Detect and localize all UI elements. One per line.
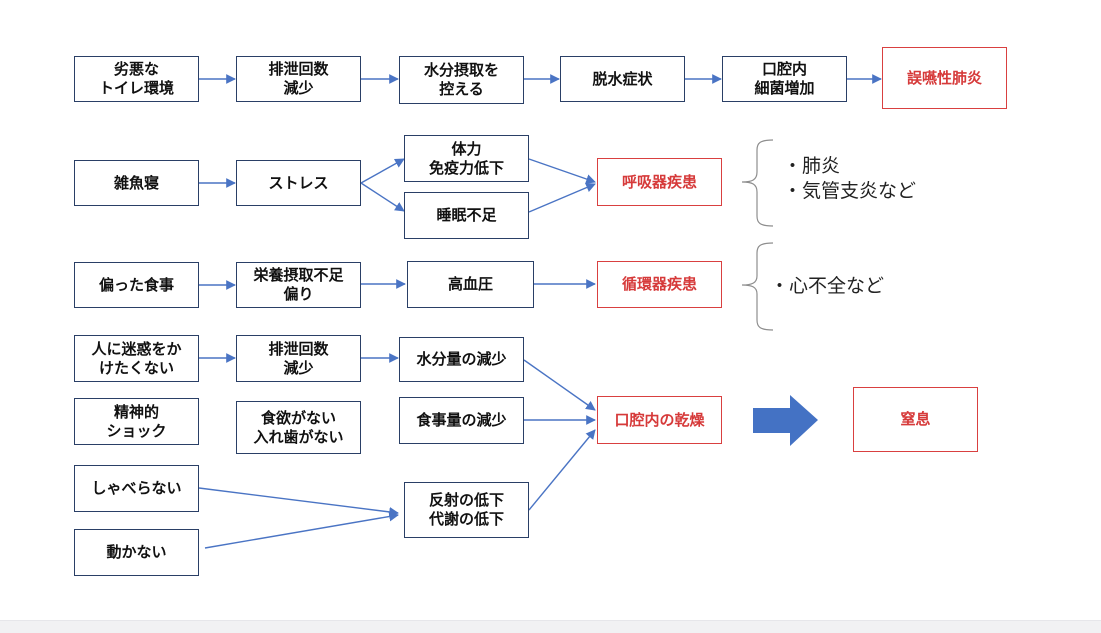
box-water-intake-decrease: 水分量の減少 xyxy=(399,337,524,382)
arrow-water-intake-to-dry-mouth xyxy=(523,359,596,411)
box-reflex-metabolism-decline: 反射の低下 代謝の低下 xyxy=(404,482,529,538)
box-excretion-decrease: 排泄回数 減少 xyxy=(236,56,361,102)
box-dehydration: 脱水症状 xyxy=(560,56,685,102)
box-water-restrict: 水分摂取を 控える xyxy=(399,56,524,104)
note-respiratory-line-2: ・気管支炎など xyxy=(783,179,917,202)
box-food-intake-decrease: 食事量の減少 xyxy=(399,397,524,444)
box-not-moving: 動かない xyxy=(74,529,199,576)
arrow-reflex-to-dry-mouth xyxy=(528,429,596,511)
box-no-appetite: 食欲がない 入れ歯がない xyxy=(236,401,361,454)
diagram-canvas: 劣悪な トイレ環境 排泄回数 減少 水分摂取を 控える 脱水症状 口腔内 細菌増… xyxy=(74,47,1007,576)
box-excretion-decrease-2: 排泄回数 減少 xyxy=(236,335,361,382)
arrow-stress-to-sleep-shortage xyxy=(360,182,405,212)
box-dont-bother-others: 人に迷惑をか けたくない xyxy=(74,335,199,382)
connectors xyxy=(198,74,882,549)
arrows xyxy=(198,74,882,549)
box-crowded-sleep: 雑魚寝 xyxy=(74,160,199,206)
box-aspiration-pneumonia: 誤嚥性肺炎 xyxy=(882,47,1007,109)
note-respiratory-line-1: ・肺炎 xyxy=(783,155,841,177)
arrow-stress-to-immunity xyxy=(360,158,405,184)
arrow-sleep-shortage-to-respiratory xyxy=(528,182,596,213)
box-toilet-environment: 劣悪な トイレ環境 xyxy=(74,56,199,102)
note-circulatory-line-1: ・心不全など xyxy=(770,275,885,297)
box-oral-bacteria: 口腔内 細菌増加 xyxy=(722,56,847,102)
arrow-immunity-to-respiratory xyxy=(528,158,596,184)
note-circulatory: ・心不全など xyxy=(770,274,884,299)
box-dry-mouth: 口腔内の乾燥 xyxy=(597,396,722,444)
box-hypertension: 高血圧 xyxy=(407,261,534,308)
note-respiratory: ・肺炎 ・気管支炎など xyxy=(783,154,916,203)
box-mental-shock: 精神的 ショック xyxy=(74,398,199,445)
brace-respiratory xyxy=(741,139,774,227)
box-nutrition-shortage: 栄養摂取不足 偏り xyxy=(236,262,361,308)
box-unbalanced-diet: 偏った食事 xyxy=(74,262,199,308)
box-suffocation: 窒息 xyxy=(853,387,978,452)
arrow-inactive-to-reflex xyxy=(204,511,399,549)
bottom-strip xyxy=(0,620,1101,633)
box-circulatory-disease: 循環器疾患 xyxy=(597,261,722,308)
box-sleep-shortage: 睡眠不足 xyxy=(404,192,529,239)
brace-circulatory xyxy=(741,242,774,331)
box-respiratory-disease: 呼吸器疾患 xyxy=(597,158,722,206)
big-arrow xyxy=(753,395,818,446)
arrow-silent-to-reflex xyxy=(198,487,399,517)
box-stress: ストレス xyxy=(236,160,361,206)
box-not-talking: しゃべらない xyxy=(74,465,199,512)
box-immunity-decline: 体力 免疫力低下 xyxy=(404,135,529,182)
